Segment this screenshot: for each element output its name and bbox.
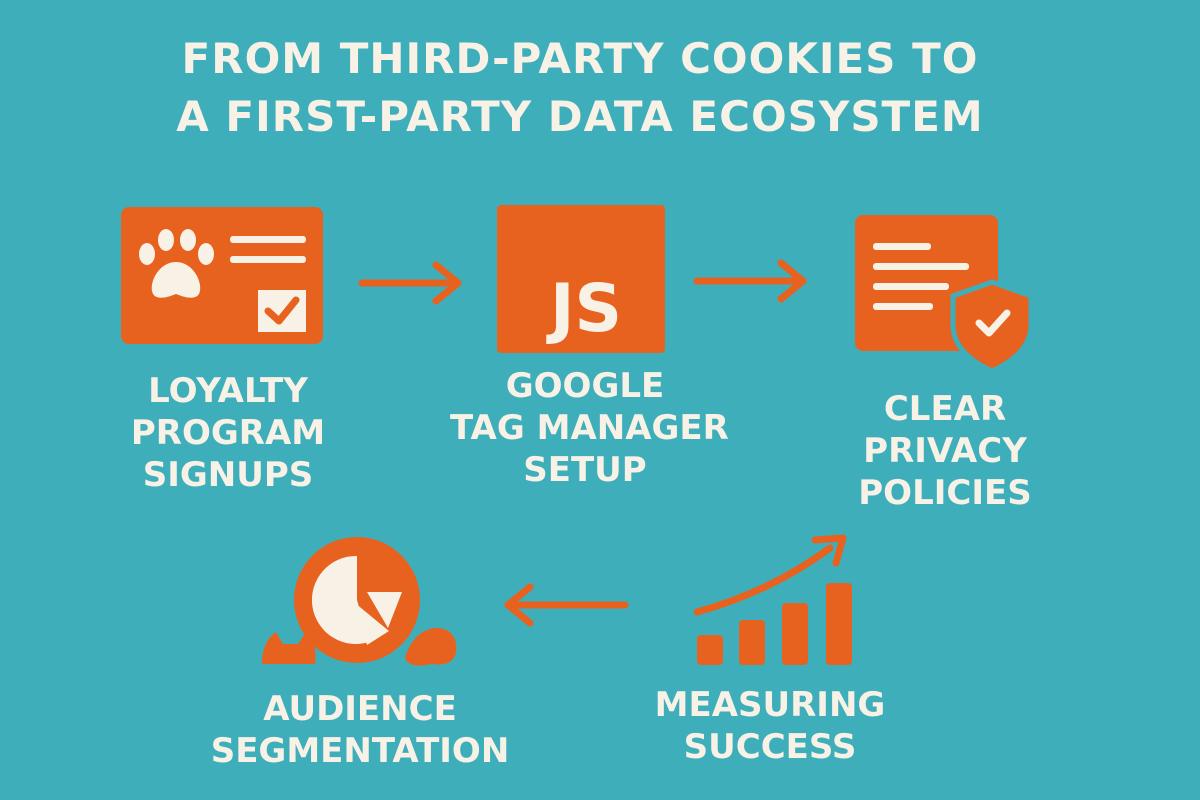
growth-chart-icon xyxy=(693,534,852,665)
arrow-measuring-to-audience xyxy=(504,583,629,627)
pie-chart-icon xyxy=(262,537,457,666)
privacy-line-3: POLICIES xyxy=(858,473,1032,513)
dog-head-icon xyxy=(405,628,457,666)
audience-line-2: SEGMENTATION xyxy=(210,731,510,771)
loyalty-card-icon xyxy=(121,207,323,344)
label-measuring-success: MEASURING SUCCESS xyxy=(635,684,905,768)
privacy-line-2: PRIVACY xyxy=(863,431,1027,471)
diagram-title: FROM THIRD-PARTY COOKIES TO A FIRST-PART… xyxy=(0,30,1160,146)
javascript-icon: JS xyxy=(497,205,665,353)
loyalty-line-2: PROGRAM xyxy=(130,413,326,453)
label-google-tag-manager-setup: GOOGLE TAG MANAGER SETUP xyxy=(450,365,729,491)
privacy-document-icon xyxy=(855,215,1034,374)
loyalty-line-1: LOYALTY xyxy=(148,371,308,411)
gtm-line-2: TAG MANAGER xyxy=(450,408,729,448)
loyalty-line-3: SIGNUPS xyxy=(142,455,314,495)
privacy-line-1: CLEAR xyxy=(883,389,1007,429)
title-line-1: FROM THIRD-PARTY COOKIES TO xyxy=(181,34,979,83)
js-icon-text: JS xyxy=(546,270,622,347)
cat-head-icon xyxy=(262,632,316,664)
arrow-loyalty-to-gtm xyxy=(358,261,462,305)
title-line-2: A FIRST-PARTY DATA ECOSYSTEM xyxy=(176,92,984,141)
audience-line-1: AUDIENCE xyxy=(263,689,457,729)
paw-icon xyxy=(139,229,214,298)
measuring-line-1: MEASURING xyxy=(654,685,886,725)
label-loyalty-program-signups: LOYALTY PROGRAM SIGNUPS xyxy=(118,370,338,496)
arrow-gtm-to-privacy xyxy=(693,259,807,303)
gtm-line-1: GOOGLE xyxy=(505,366,665,406)
label-clear-privacy-policies: CLEAR PRIVACY POLICIES xyxy=(820,388,1070,514)
label-audience-segmentation: AUDIENCE SEGMENTATION xyxy=(200,688,520,772)
gtm-line-3: SETUP xyxy=(523,450,647,490)
shield-check-icon xyxy=(950,279,1034,374)
measuring-line-2: SUCCESS xyxy=(683,727,857,767)
